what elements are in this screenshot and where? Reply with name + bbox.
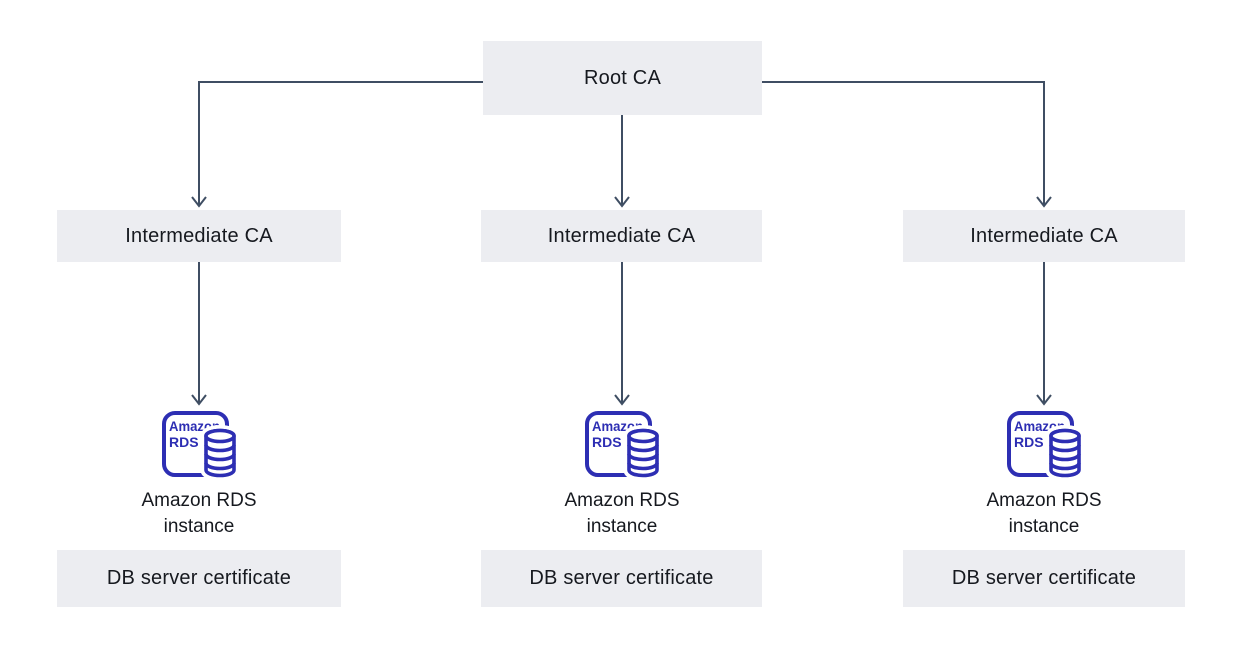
intermediate-ca-label: Intermediate CA <box>125 224 273 247</box>
rds-instance-label-line2: instance <box>1008 516 1080 537</box>
db-server-certificate-node-middle: DB server certificate <box>481 550 762 607</box>
intermediate-ca-node-right: Intermediate CA <box>903 210 1185 262</box>
rds-instance-label-middle: Amazon RDS instance <box>502 488 742 540</box>
amazon-rds-icon: Amazon RDS <box>585 411 662 480</box>
rds-icon-label-line2: RDS <box>169 434 199 450</box>
db-server-certificate-node-left: DB server certificate <box>57 550 341 607</box>
db-server-certificate-label: DB server certificate <box>106 567 292 589</box>
rds-icon-label-line2: RDS <box>592 434 622 450</box>
edge-root-to-left-intermediate <box>191 81 483 208</box>
rds-instance-label-right: Amazon RDS instance <box>924 488 1164 540</box>
intermediate-ca-node-middle: Intermediate CA <box>481 210 762 262</box>
db-server-certificate-node-right: DB server certificate <box>903 550 1185 607</box>
root-ca-node: Root CA <box>483 41 762 115</box>
amazon-rds-icon: Amazon RDS <box>162 411 239 480</box>
intermediate-ca-node-left: Intermediate CA <box>57 210 341 262</box>
intermediate-ca-label: Intermediate CA <box>970 224 1118 247</box>
edge-root-to-right-intermediate <box>762 81 1052 208</box>
db-server-certificate-label: DB server certificate <box>951 567 1137 589</box>
rds-instance-label-line2: instance <box>163 516 235 537</box>
db-server-certificate-label: DB server certificate <box>529 567 714 589</box>
rds-instance-label-left: Amazon RDS instance <box>79 488 319 540</box>
rds-icon-label-line2: RDS <box>1014 434 1044 450</box>
rds-instance-label-line1: Amazon RDS <box>986 490 1102 511</box>
rds-instance-label-line2: instance <box>586 516 658 537</box>
database-cylinder-icon <box>1045 425 1084 480</box>
amazon-rds-icon: Amazon RDS <box>1007 411 1084 480</box>
intermediate-ca-label: Intermediate CA <box>547 224 696 247</box>
rds-instance-label-line1: Amazon RDS <box>564 490 680 511</box>
database-cylinder-icon <box>200 425 239 480</box>
database-cylinder-icon <box>623 425 662 480</box>
root-ca-label: Root CA <box>584 66 661 89</box>
rds-instance-label-line1: Amazon RDS <box>141 490 257 511</box>
